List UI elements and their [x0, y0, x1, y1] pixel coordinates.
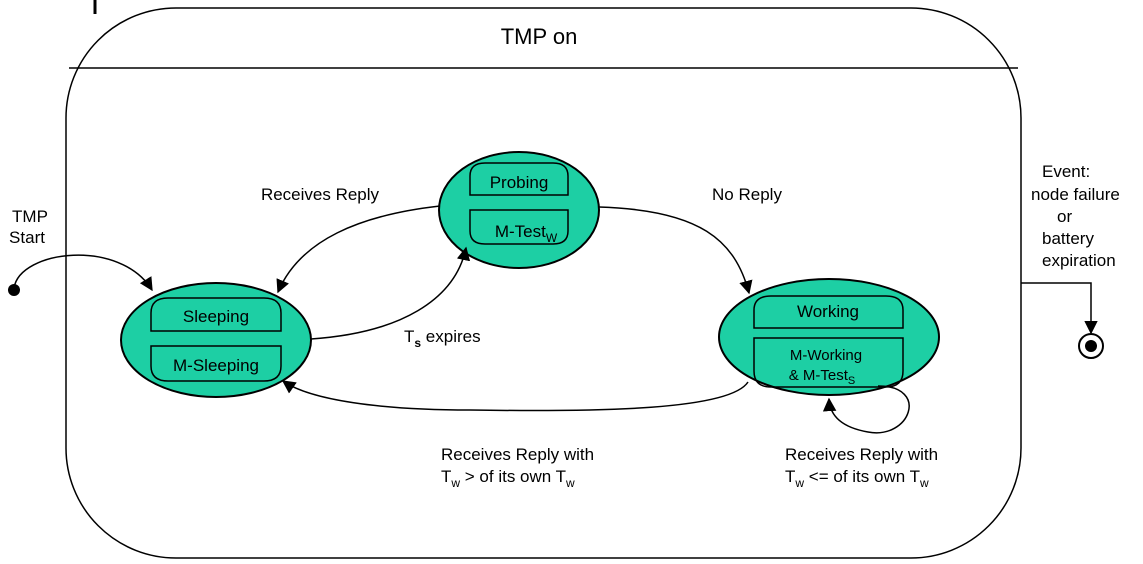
rg-b-sub: w: [565, 476, 575, 490]
probing-activity-compartment: [469, 209, 569, 245]
event-line-2: or: [1057, 207, 1072, 226]
rg-b: > of its own T: [460, 467, 566, 486]
sleeping-activity-label: M-Sleeping: [173, 356, 259, 375]
ts-rest: expires: [421, 327, 481, 346]
rl-a: T: [785, 467, 795, 486]
event-line-4: expiration: [1042, 251, 1116, 270]
label-reply-greater-line1: Receives Reply with: [441, 445, 594, 464]
working-activity-line2-sub: S: [848, 375, 855, 387]
state-working[interactable]: Working M-Working & M-TestS: [718, 278, 940, 396]
working-label: Working: [797, 302, 859, 321]
start-label-line1: TMP: [12, 207, 48, 226]
label-reply-lesseq-line1: Receives Reply with: [785, 445, 938, 464]
working-name-compartment: [753, 295, 904, 329]
probing-label: Probing: [490, 173, 549, 192]
sleeping-name-compartment: [150, 297, 282, 332]
initial-state: [8, 284, 20, 296]
superstate-title: TMP on: [501, 24, 578, 49]
transition-probing-to-sleeping: [276, 205, 441, 294]
label-reply-lesseq-line2: Tw <= of its own Tw: [785, 467, 929, 490]
sleeping-activity-compartment: [150, 345, 282, 382]
sleeping-label: Sleeping: [183, 307, 249, 326]
label-reply-greater-line2: Tw > of its own Tw: [441, 467, 575, 490]
probing-activity-main: M-Test: [495, 222, 546, 241]
rl-a-sub: w: [794, 476, 804, 490]
event-line-3: battery: [1042, 229, 1094, 248]
probing-activity-sub: W: [546, 231, 558, 245]
transition-sleeping-to-probing: [310, 246, 471, 340]
working-activity-line1: M-Working: [790, 347, 862, 364]
probing-name-compartment: [469, 162, 569, 196]
label-receives-reply: Receives Reply: [261, 185, 380, 204]
transition-working-self-loop: [822, 385, 910, 434]
transition-to-final: [1021, 282, 1098, 335]
ts-sub: s: [414, 336, 421, 350]
rl-b: <= of its own T: [804, 467, 920, 486]
label-no-reply: No Reply: [712, 185, 782, 204]
state-probing[interactable]: Probing M-TestW: [438, 151, 600, 269]
transition-working-to-sleeping: [281, 380, 749, 412]
final-state-inner: [1085, 340, 1097, 352]
label-ts-expires: Ts expires: [404, 327, 481, 350]
rg-a: T: [441, 467, 451, 486]
ts-main: T: [404, 327, 414, 346]
transition-start-to-sleeping: [13, 254, 153, 292]
rl-b-sub: w: [919, 476, 929, 490]
start-label-line2: Start: [9, 228, 45, 247]
state-sleeping[interactable]: Sleeping M-Sleeping: [120, 282, 312, 398]
event-line-1: node failure: [1031, 185, 1120, 204]
transition-probing-to-working: [598, 206, 753, 295]
working-activity-line2: & M-TestS: [789, 367, 856, 387]
rg-a-sub: w: [450, 476, 460, 490]
event-line-0: Event:: [1042, 162, 1090, 181]
probing-activity-label: M-TestW: [495, 222, 558, 245]
working-activity-line2-main: & M-Test: [789, 367, 849, 384]
